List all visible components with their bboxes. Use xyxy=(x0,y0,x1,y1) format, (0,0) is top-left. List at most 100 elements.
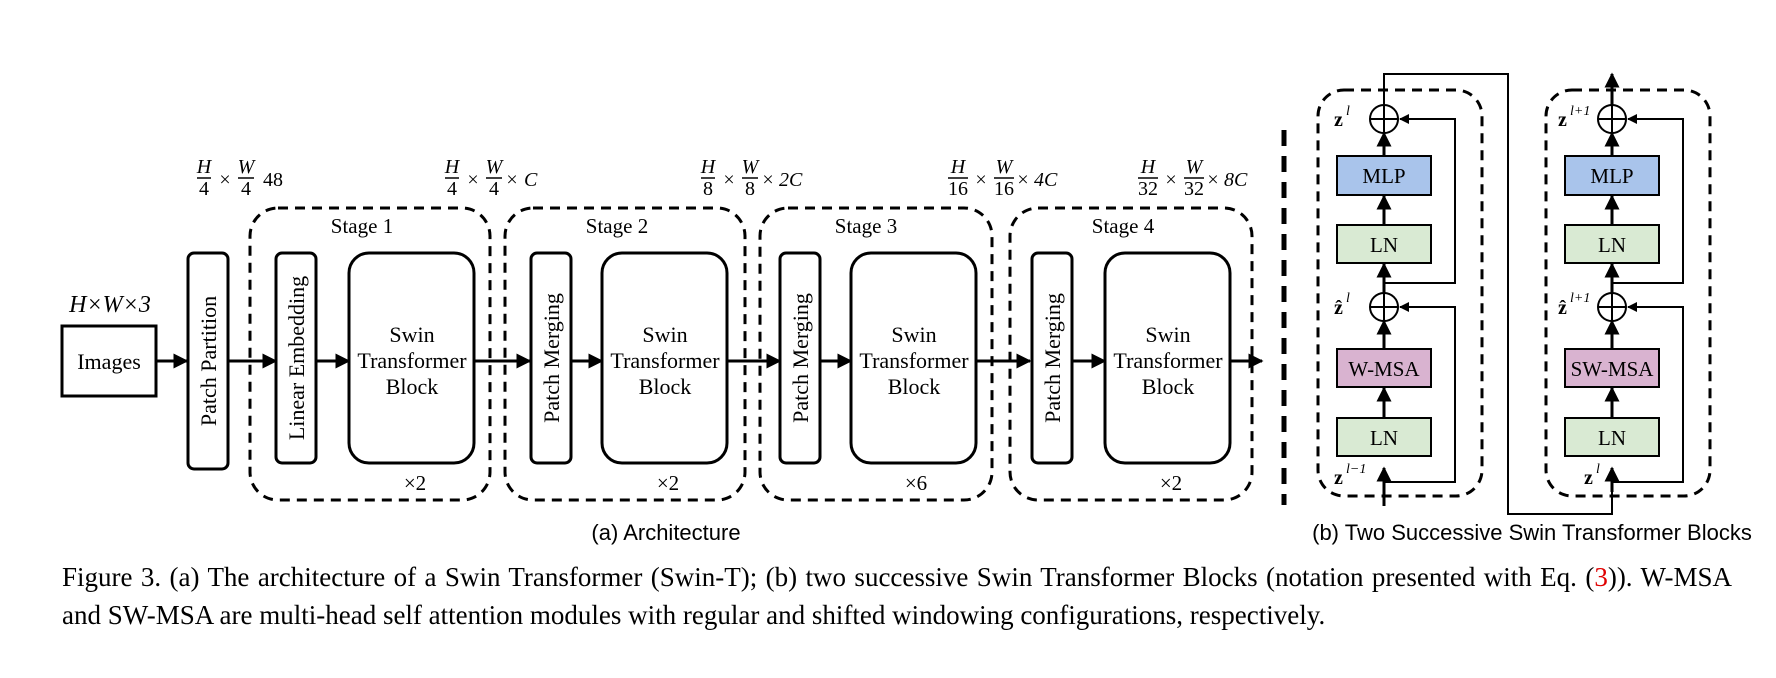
stage-4-repeat: ×2 xyxy=(1160,471,1182,495)
svg-text:48: 48 xyxy=(263,169,283,191)
swin-block-stage-4 xyxy=(1103,251,1232,465)
input-dim-label: H×W×3 xyxy=(68,292,151,318)
stage-2-repeat: ×2 xyxy=(657,471,679,495)
patch-merging-box-stage-3 xyxy=(778,251,822,465)
dims-label-5: H 32 × W 32 × 8C xyxy=(1138,156,1248,200)
svg-text:H: H xyxy=(444,156,461,178)
svg-text:Transformer: Transformer xyxy=(357,348,467,373)
z-label-out-2: z l+1 xyxy=(1558,104,1590,131)
svg-text:Block: Block xyxy=(1142,374,1195,399)
svg-text:32: 32 xyxy=(1184,178,1204,200)
z-hat-label-1: ẑ l xyxy=(1334,291,1350,319)
dims-label-3: H 8 × W 8 × 2C xyxy=(700,156,803,200)
ln-box-top-1 xyxy=(1336,224,1432,264)
svg-text:l+1: l+1 xyxy=(1570,291,1590,306)
stage-3-repeat: ×6 xyxy=(905,471,927,495)
svg-text:8C: 8C xyxy=(1224,169,1248,191)
svg-text:LN: LN xyxy=(1370,233,1398,257)
svg-text:×: × xyxy=(1017,169,1028,191)
svg-text:4C: 4C xyxy=(1034,169,1058,191)
svg-text:×: × xyxy=(219,169,230,191)
svg-text:8: 8 xyxy=(703,178,713,200)
svg-text:×: × xyxy=(1207,169,1218,191)
svg-text:Swin: Swin xyxy=(389,322,434,347)
svg-text:l: l xyxy=(1346,104,1350,119)
ln-box-top-2 xyxy=(1564,224,1660,264)
svg-text:Transformer: Transformer xyxy=(1113,348,1223,373)
svg-text:H: H xyxy=(950,156,967,178)
svg-text:l: l xyxy=(1346,291,1350,306)
svg-text:Patch Merging: Patch Merging xyxy=(788,293,813,423)
svg-text:ẑ: ẑ xyxy=(1334,297,1343,319)
swin-block-stage-1 xyxy=(347,251,476,465)
swin-block-stage-2 xyxy=(600,251,729,465)
patch-partition-label: Patch Partition xyxy=(196,296,221,426)
svg-text:W: W xyxy=(238,156,257,178)
svg-text:W-MSA: W-MSA xyxy=(1348,357,1420,381)
svg-text:Transformer: Transformer xyxy=(610,348,720,373)
svg-text:×: × xyxy=(723,169,734,191)
linear-embedding-label: Linear Embedding xyxy=(284,276,309,440)
svg-text:C: C xyxy=(524,169,538,191)
svg-text:×: × xyxy=(467,169,478,191)
ln-box-bottom-2 xyxy=(1564,417,1660,457)
stage-2-container xyxy=(503,206,747,502)
svg-text:l+1: l+1 xyxy=(1570,104,1590,119)
svg-text:SW-MSA: SW-MSA xyxy=(1571,357,1655,381)
stage-1-container xyxy=(248,206,492,502)
svg-text:Patch Merging: Patch Merging xyxy=(1040,293,1065,423)
svg-text:16: 16 xyxy=(994,178,1014,200)
caption-text-2: )). W-MSA and SW-MSA are multi-head self… xyxy=(62,562,1732,630)
svg-text:z: z xyxy=(1584,467,1593,489)
svg-text:W: W xyxy=(742,156,761,178)
svg-text:×: × xyxy=(762,169,773,191)
svg-text:Swin: Swin xyxy=(891,322,936,347)
svg-text:16: 16 xyxy=(948,178,968,200)
dims-label-1: H 4 × W 4 48 xyxy=(196,156,283,200)
svg-text:4: 4 xyxy=(199,178,209,200)
block-2-container xyxy=(1544,88,1712,498)
svg-text:LN: LN xyxy=(1370,426,1398,450)
dims-label-4: H 16 × W 16 × 4C xyxy=(948,156,1058,200)
svg-text:4: 4 xyxy=(489,178,499,200)
images-label: Images xyxy=(77,349,141,374)
svg-text:H: H xyxy=(700,156,717,178)
svg-text:H: H xyxy=(196,156,213,178)
z-hat-label-2: ẑ l+1 xyxy=(1558,291,1590,319)
svg-text:Block: Block xyxy=(639,374,692,399)
svg-text:×: × xyxy=(975,169,986,191)
linear-embedding-box xyxy=(274,251,318,465)
patch-merging-box-stage-4 xyxy=(1030,251,1074,465)
mlp-box-1 xyxy=(1336,155,1432,196)
svg-text:4: 4 xyxy=(241,178,251,200)
svg-text:Swin: Swin xyxy=(1145,322,1190,347)
stage-2-title: Stage 2 xyxy=(586,214,648,238)
equation-reference-link[interactable]: 3 xyxy=(1594,562,1608,592)
architecture-diagram: H×W×3 Images Patch Partition H 4 × W 4 4… xyxy=(60,156,1264,545)
svg-text:l: l xyxy=(1596,462,1600,477)
svg-text:z: z xyxy=(1334,109,1343,131)
svg-text:MLP: MLP xyxy=(1362,164,1405,188)
svg-text:W: W xyxy=(486,156,505,178)
block-connection xyxy=(1383,73,1613,515)
patch-merging-box-stage-2 xyxy=(529,251,573,465)
svg-text:2C: 2C xyxy=(779,169,803,191)
svg-text:z: z xyxy=(1334,467,1343,489)
svg-text:LN: LN xyxy=(1598,233,1626,257)
stage-3-container xyxy=(758,206,994,502)
svg-text:×: × xyxy=(506,169,517,191)
svg-text:W: W xyxy=(1186,156,1205,178)
stage-3-title: Stage 3 xyxy=(835,214,897,238)
z-label-out-1: z l xyxy=(1334,104,1350,131)
svg-text:8: 8 xyxy=(745,178,755,200)
svg-text:W: W xyxy=(996,156,1015,178)
residual-connection xyxy=(1384,114,1456,284)
stage-1-repeat: ×2 xyxy=(404,471,426,495)
caption-text-1: Figure 3. (a) The architecture of a Swin… xyxy=(62,562,1595,592)
patch-partition-box xyxy=(186,251,230,471)
svg-text:H: H xyxy=(1140,156,1157,178)
w-msa-box xyxy=(1336,348,1432,388)
svg-text:Block: Block xyxy=(888,374,941,399)
subcaption-b: (b) Two Successive Swin Transformer Bloc… xyxy=(1312,520,1752,545)
ln-box-bottom-1 xyxy=(1336,417,1432,457)
